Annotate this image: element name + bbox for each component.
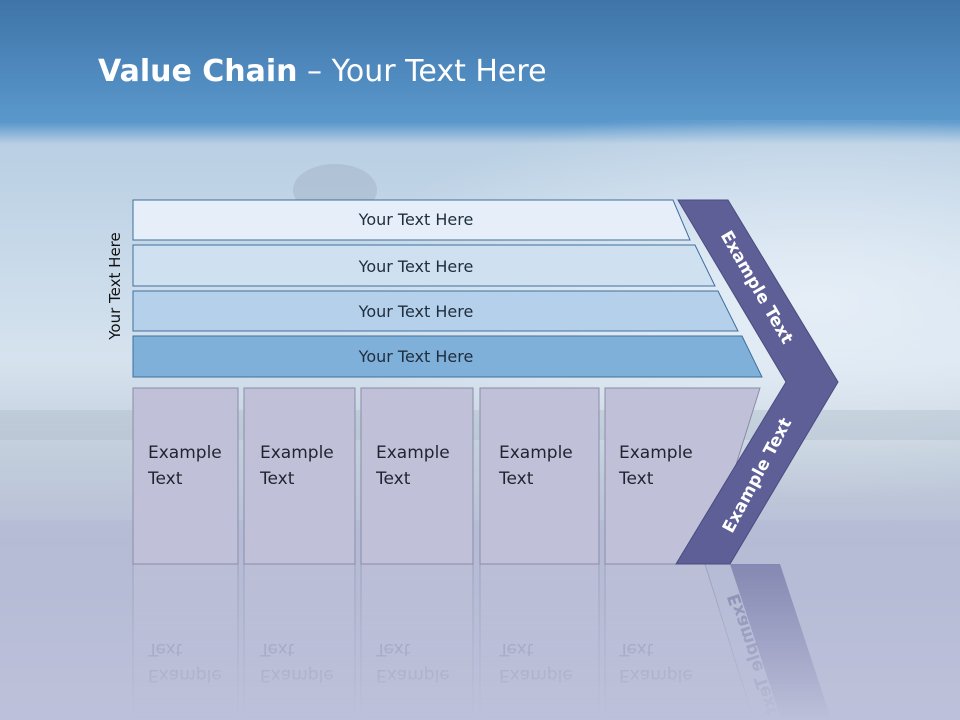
column-1-line1: Example (148, 443, 222, 463)
bar-3-label: Your Text Here (358, 302, 474, 321)
reflection-col-2-line1: Example (260, 665, 334, 685)
reflection-col-4-line2: Text (498, 639, 534, 659)
column-3 (360, 387, 474, 565)
reflection-chevron (676, 564, 832, 720)
reflection-col-3-line2: Text (375, 639, 411, 659)
reflection-col-1-line1: Example (148, 665, 222, 685)
reflection-column-2 (243, 563, 356, 720)
bar-2-label: Your Text Here (358, 257, 474, 276)
column-1-line2: Text (147, 469, 183, 489)
reflection-column-3 (360, 563, 474, 720)
column-2 (243, 387, 356, 565)
column-5-line1: Example (619, 443, 693, 463)
column-5-line2: Text (618, 469, 654, 489)
bar-1 (132, 199, 691, 241)
bar-1-label: Your Text Here (358, 210, 474, 229)
bar-4 (132, 335, 763, 378)
reflection-col-4-line1: Example (499, 665, 573, 685)
reflection-col-2-line2: Text (259, 639, 295, 659)
column-2-line2: Text (259, 469, 295, 489)
chevron-arrow (675, 199, 839, 565)
bar-2 (132, 244, 716, 287)
reflection-col-5-line1: Example (619, 665, 693, 685)
reflection-col-3-line1: Example (376, 665, 450, 685)
column-3-line1: Example (376, 443, 450, 463)
column-3-line2: Text (375, 469, 411, 489)
reflection-column-1 (132, 563, 239, 720)
slide-title: Value Chain – Your Text Here (98, 54, 547, 89)
title-rest: – Your Text Here (297, 54, 547, 89)
column-1 (132, 387, 239, 565)
reflection-col-1-line2: Text (147, 639, 183, 659)
reflection-col-5-line2: Text (618, 639, 654, 659)
bar-4-label: Your Text Here (358, 347, 474, 366)
column-2-line1: Example (260, 443, 334, 463)
diagram-reflection: Example Text Example Text Example Text E… (132, 563, 832, 720)
bar-3 (132, 290, 739, 332)
column-4-line2: Text (498, 469, 534, 489)
reflection-column-4 (479, 563, 600, 720)
column-4-line1: Example (499, 443, 573, 463)
column-4 (479, 387, 600, 565)
title-bold: Value Chain (98, 54, 298, 89)
